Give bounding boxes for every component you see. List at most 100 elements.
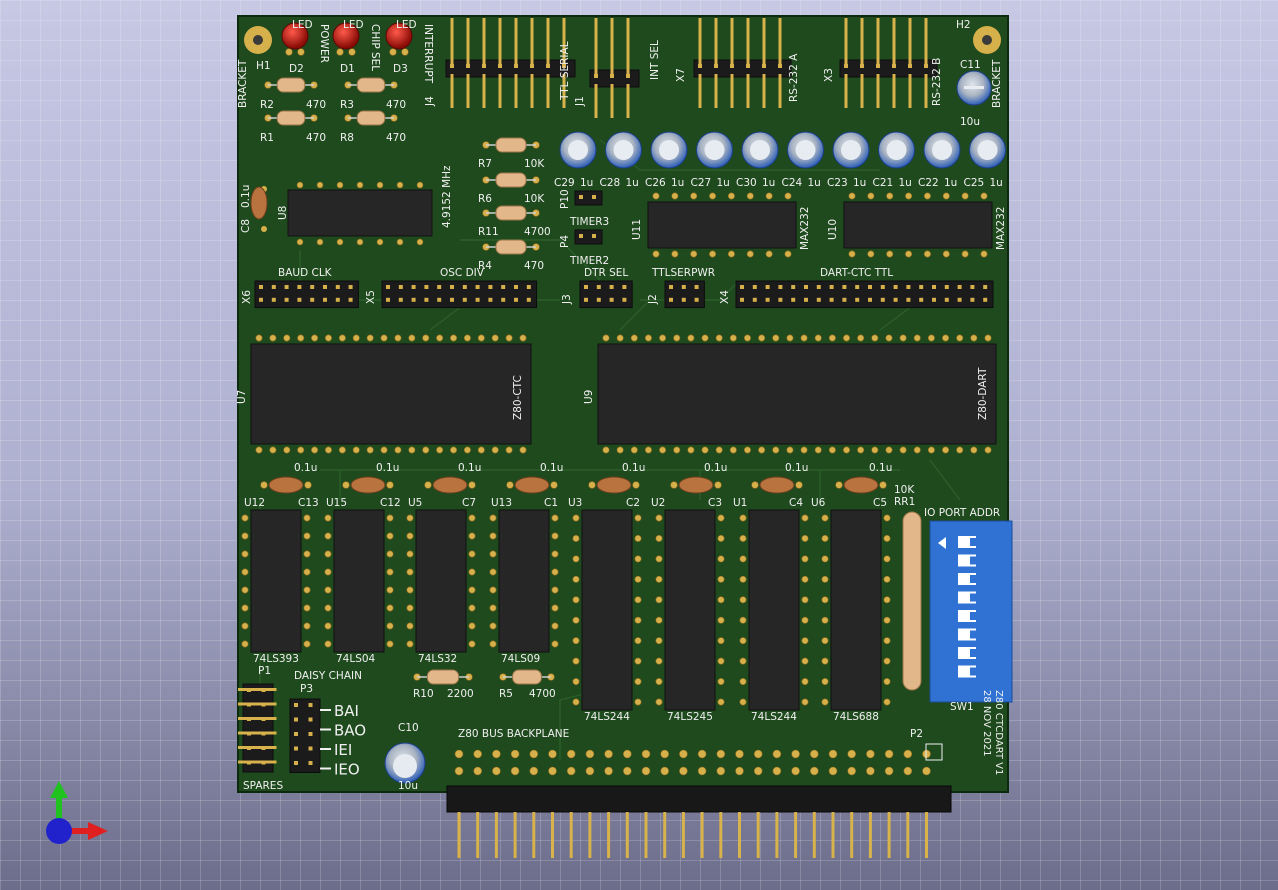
header-pin <box>424 297 429 302</box>
pad <box>714 481 722 489</box>
pad <box>548 749 557 759</box>
pin-horizontal <box>252 688 277 691</box>
dip-toggle-6[interactable] <box>958 628 976 641</box>
pad <box>406 550 414 558</box>
dip-toggle-knob[interactable] <box>970 556 976 565</box>
ref-label: C3 <box>708 497 722 509</box>
dip-toggle-7[interactable] <box>958 647 976 659</box>
pad <box>717 514 725 522</box>
pad <box>942 334 950 342</box>
pad <box>241 586 249 594</box>
pad <box>980 192 988 200</box>
pad <box>551 532 559 540</box>
resistor-body <box>276 110 306 126</box>
header-pin <box>530 64 534 68</box>
header-pin <box>622 285 627 289</box>
header-pin <box>294 746 298 751</box>
pad <box>828 749 838 759</box>
pad <box>980 250 988 258</box>
pad <box>809 766 819 776</box>
chip-body <box>664 509 716 711</box>
value-label: 10u <box>398 780 418 792</box>
header-pin <box>752 285 757 289</box>
pad <box>602 446 610 454</box>
dip-toggle-knob[interactable] <box>970 575 976 583</box>
pad <box>883 678 891 686</box>
header-pin <box>860 64 864 68</box>
pad <box>727 250 735 258</box>
pad <box>821 637 829 645</box>
header-pin <box>944 297 949 302</box>
pad <box>303 514 311 522</box>
value-label: 1u <box>717 177 730 189</box>
pad <box>717 698 725 706</box>
dip-toggle-4[interactable] <box>958 591 976 604</box>
pad <box>772 446 780 454</box>
dip-toggle-2[interactable] <box>958 554 976 567</box>
dip-toggle-5[interactable] <box>958 610 976 622</box>
dip-toggle-knob[interactable] <box>970 667 976 676</box>
trace <box>460 239 601 281</box>
pad <box>548 766 557 776</box>
dip-toggle-knob[interactable] <box>970 593 976 602</box>
dip-toggle-3[interactable] <box>958 573 976 585</box>
pad <box>241 604 249 612</box>
ref-label: H2 <box>956 19 971 31</box>
chip-body <box>333 509 385 653</box>
pad <box>660 766 670 776</box>
header-pin <box>919 297 924 302</box>
pad <box>801 555 809 563</box>
capacitor-c11: C11 10u <box>956 59 992 128</box>
pad <box>652 192 660 200</box>
backplane-pin <box>906 812 910 858</box>
pad <box>913 334 921 342</box>
pad <box>652 250 660 258</box>
dip-switch-sw1[interactable]: IO PORT ADDR SW1 <box>924 507 1013 713</box>
pad <box>324 604 332 612</box>
dip-toggle-8[interactable] <box>958 665 976 678</box>
value-label: 74LS09 <box>501 653 540 665</box>
pad <box>622 749 632 759</box>
value-label: 0.1u <box>376 462 399 474</box>
dip-toggle-knob[interactable] <box>970 538 976 546</box>
pin-down <box>514 74 518 108</box>
header-body <box>664 280 705 309</box>
value-label: 74LS04 <box>336 653 376 665</box>
header-pin <box>475 297 480 302</box>
ref-label: U5 <box>408 497 422 509</box>
backplane-pin <box>625 812 629 858</box>
value-label: 74LS32 <box>418 653 457 665</box>
dip-toggle-knob[interactable] <box>970 649 976 657</box>
capacitor-disc <box>268 476 304 494</box>
pad <box>303 532 311 540</box>
bracket-label: BRACKET <box>991 59 1003 108</box>
backplane-pin <box>756 812 760 858</box>
value-label: 10K <box>524 193 545 205</box>
backplane-pin <box>663 812 667 858</box>
mount-hole-h1: H1 BRACKET <box>237 26 272 108</box>
pad <box>866 766 875 776</box>
chip-body <box>250 343 532 445</box>
pad <box>529 749 539 759</box>
pad <box>376 238 384 246</box>
dip-toggle-knob[interactable] <box>970 630 976 639</box>
header-pin <box>698 64 702 68</box>
pad <box>659 446 667 454</box>
header-pin <box>310 285 315 289</box>
pad <box>529 766 539 776</box>
pad <box>468 550 476 558</box>
dip-toggle-knob[interactable] <box>970 612 976 620</box>
pad <box>655 575 663 583</box>
header-pin <box>271 285 276 289</box>
pad <box>572 637 580 645</box>
pad <box>468 640 476 648</box>
dip-toggle-1[interactable] <box>958 536 976 548</box>
pad <box>396 181 404 189</box>
